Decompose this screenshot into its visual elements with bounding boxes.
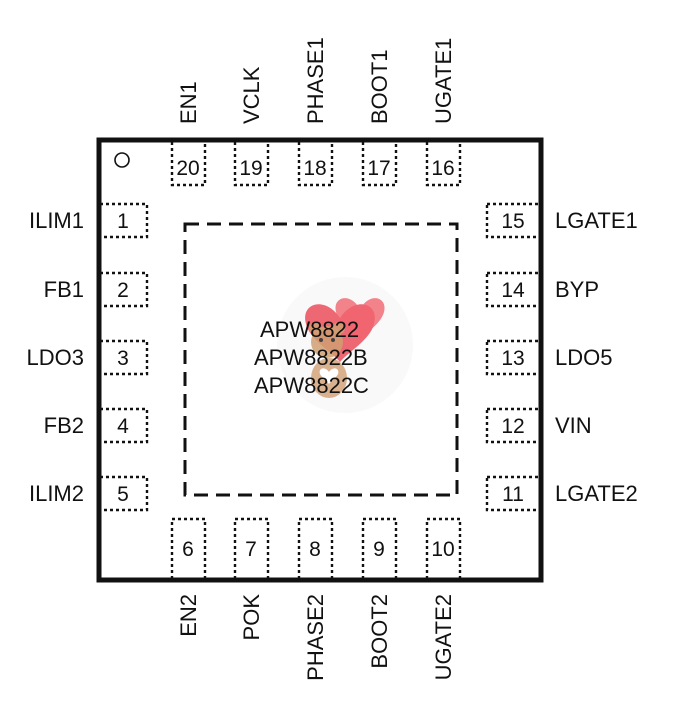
pin-name: EN2 (176, 594, 201, 637)
pin-pad (485, 475, 542, 512)
pin-name: PHASE1 (303, 37, 328, 124)
pin-pad (485, 271, 542, 308)
pin-number: 14 (501, 279, 525, 302)
pin-pad (233, 139, 270, 187)
pin-name: VIN (555, 413, 592, 438)
pin-name: EN1 (176, 81, 201, 124)
top-pin-row: 20 EN1 19 VCLK 18 PHASE1 17 BOOT1 16 UGA… (170, 37, 462, 187)
pin-pad (485, 202, 542, 239)
pin-number: 6 (182, 538, 194, 561)
pin-pad (98, 407, 149, 444)
right-pin-row: 15 LGATE1 14 BYP 13 LDO5 12 VIN 11 LGATE… (485, 202, 638, 512)
pin-number: 2 (117, 279, 129, 302)
pin-number: 11 (502, 483, 524, 506)
exposed-pad (183, 222, 459, 497)
pin-name: LGATE2 (555, 481, 638, 506)
pin-name: VCLK (239, 66, 264, 124)
pin-number: 16 (431, 157, 454, 180)
pin-pad (98, 271, 149, 308)
pin-number: 3 (117, 347, 129, 370)
pin-number: 13 (501, 347, 524, 370)
pin-number: 19 (239, 157, 262, 180)
pin-pad (297, 517, 334, 581)
pin-pad (233, 517, 270, 581)
pin-name: POK (239, 594, 264, 641)
pin-name: LDO3 (27, 345, 84, 370)
part-number: APW8822 (260, 317, 359, 342)
pin-number: 7 (245, 538, 257, 561)
pin-pad (425, 517, 462, 581)
pin-number: 15 (501, 210, 524, 233)
pin-name: FB2 (44, 413, 84, 438)
pin-name: ILIM2 (29, 481, 84, 506)
part-number: APW8822C (254, 373, 369, 398)
pin-number: 8 (309, 538, 321, 561)
pin-pad (485, 339, 542, 376)
pin1-marker-icon (114, 152, 130, 168)
pin-number: 20 (176, 157, 199, 180)
pin-pad (98, 202, 149, 239)
bottom-pin-row: 6 EN2 7 POK 8 PHASE2 9 BOOT2 10 UGATE2 (170, 517, 462, 681)
pin-pad (361, 517, 398, 581)
part-number: APW8822B (254, 345, 368, 370)
pin-number: 5 (117, 483, 129, 506)
pin-name: UGATE2 (431, 594, 456, 680)
pin-number: 9 (373, 538, 385, 561)
pin-number: 10 (431, 538, 454, 561)
pin-pad (98, 339, 149, 376)
pin-number: 17 (367, 157, 390, 180)
pin-name: ILIM1 (29, 208, 84, 233)
pin-number: 12 (501, 415, 524, 438)
pin-number: 18 (303, 157, 326, 180)
pin-name: LDO5 (555, 345, 612, 370)
part-number-list: APW8822 APW8822B APW8822C (254, 317, 369, 398)
pin-name: FB1 (44, 277, 84, 302)
pin-pad (170, 139, 207, 187)
pin-name: UGATE1 (431, 38, 456, 124)
pin-pad (98, 475, 149, 512)
bear-heart-watermark-icon (277, 277, 413, 413)
pin-pad (297, 139, 334, 187)
pin-name: LGATE1 (555, 208, 638, 233)
pin-pad (485, 407, 542, 444)
pin-pad (425, 139, 462, 187)
pin-name: PHASE2 (303, 594, 328, 681)
pin-number: 1 (117, 210, 129, 233)
pin-name: BYP (555, 277, 599, 302)
pin-pad (170, 517, 207, 581)
left-pin-row: 1 ILIM1 2 FB1 3 LDO3 4 FB2 5 ILIM2 (27, 202, 149, 512)
pin-number: 4 (117, 415, 129, 438)
pin-pad (361, 139, 398, 187)
pin-name: BOOT2 (367, 594, 392, 669)
pin-name: BOOT1 (367, 49, 392, 124)
